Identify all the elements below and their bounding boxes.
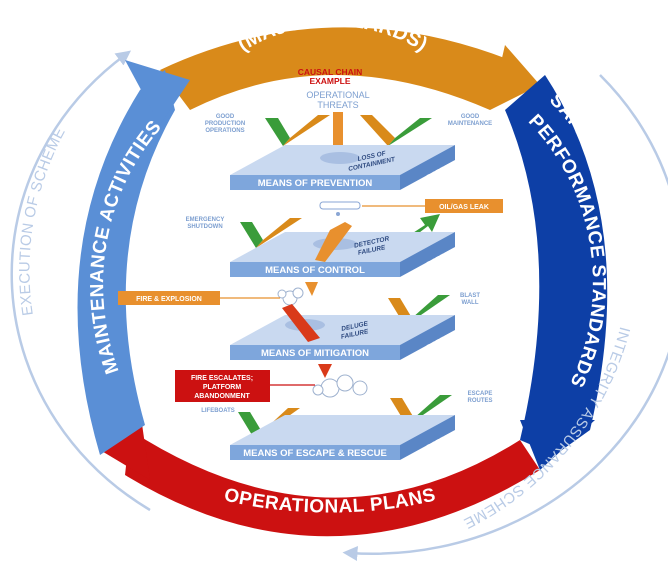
outer-arc-left bbox=[10, 50, 151, 512]
explosion-icon bbox=[312, 374, 368, 398]
cause-arrow bbox=[318, 364, 332, 378]
ring-top-safety-case bbox=[160, 27, 520, 110]
barrier-slab-escape: MEANS OF ESCAPE & RESCUE BARRIER bbox=[230, 415, 457, 460]
blast-wall-line2: WALL bbox=[462, 300, 479, 306]
operational-threats-line2: THREATS bbox=[317, 100, 358, 110]
barrier-title: MEANS OF PREVENTION bbox=[258, 178, 373, 189]
escape-routes-line2: ROUTES bbox=[467, 398, 492, 404]
ring-left-production bbox=[77, 70, 175, 455]
lifeboats-label: LIFEBOATS bbox=[201, 408, 235, 414]
cause-arrow bbox=[305, 282, 318, 296]
barrier-title: MEANS OF MITIGATION bbox=[261, 348, 369, 359]
causal-chain-line2: EXAMPLE bbox=[309, 76, 350, 86]
blast-wall-line1: BLAST bbox=[460, 293, 480, 299]
ring-top-arrowhead bbox=[490, 45, 540, 110]
emergency-shutdown-line2: SHUTDOWN bbox=[187, 224, 222, 230]
check-icon bbox=[240, 218, 302, 248]
svg-text:PLATFORM: PLATFORM bbox=[203, 384, 242, 391]
ring-right-sce bbox=[505, 75, 608, 455]
svg-text:ABANDONMENT: ABANDONMENT bbox=[194, 393, 250, 400]
explosion-icon bbox=[277, 287, 304, 306]
svg-text:FIRE ESCALATES;: FIRE ESCALATES; bbox=[191, 375, 253, 382]
barrier-slab-control: MEANS OF CONTROL BARRIER DETECTOR FAILUR… bbox=[230, 222, 457, 277]
good-production-line3: OPERATIONS bbox=[205, 128, 244, 134]
good-production-line2: PRODUCTION bbox=[205, 121, 245, 127]
ring-right-arrowhead bbox=[520, 420, 595, 470]
good-maintenance-line1: GOOD bbox=[461, 114, 480, 120]
barrier-title: MEANS OF ESCAPE & RESCUE bbox=[243, 448, 387, 459]
fire-escalates-callout: FIRE ESCALATES; PLATFORM ABANDONMENT bbox=[175, 370, 270, 402]
barrier-slab-mitigation: MEANS OF MITIGATION BARRIER DELUGE FAILU… bbox=[230, 304, 457, 360]
leak-pipe-icon bbox=[319, 201, 361, 216]
operational-threats-line1: OPERATIONAL bbox=[306, 90, 369, 100]
barrier-title: MEANS OF CONTROL bbox=[265, 265, 365, 276]
good-maintenance-line2: MAINTENANCE bbox=[448, 121, 492, 127]
emergency-shutdown-line1: EMERGENCY bbox=[186, 217, 225, 223]
check-icon bbox=[265, 115, 330, 146]
fire-explosion-callout: FIRE & EXPLOSION bbox=[118, 291, 220, 305]
ring-bottom-operational-plans bbox=[125, 430, 540, 537]
good-production-line1: GOOD bbox=[216, 114, 235, 120]
check-icon bbox=[360, 115, 432, 146]
escape-routes-line1: ESCAPE bbox=[468, 391, 493, 397]
causal-chain-line1: CAUSAL CHAIN bbox=[298, 67, 363, 77]
oil-gas-leak-callout: OIL/GAS LEAK bbox=[425, 199, 503, 213]
barrier-slab-prevention: MEANS OF PREVENTION BARRIER LOSS OF CONT… bbox=[230, 145, 457, 190]
svg-text:FIRE & EXPLOSION: FIRE & EXPLOSION bbox=[136, 296, 202, 303]
ring-left-arrowhead bbox=[125, 60, 190, 125]
outer-arc-right bbox=[342, 74, 668, 561]
svg-text:OIL/GAS LEAK: OIL/GAS LEAK bbox=[439, 204, 489, 211]
